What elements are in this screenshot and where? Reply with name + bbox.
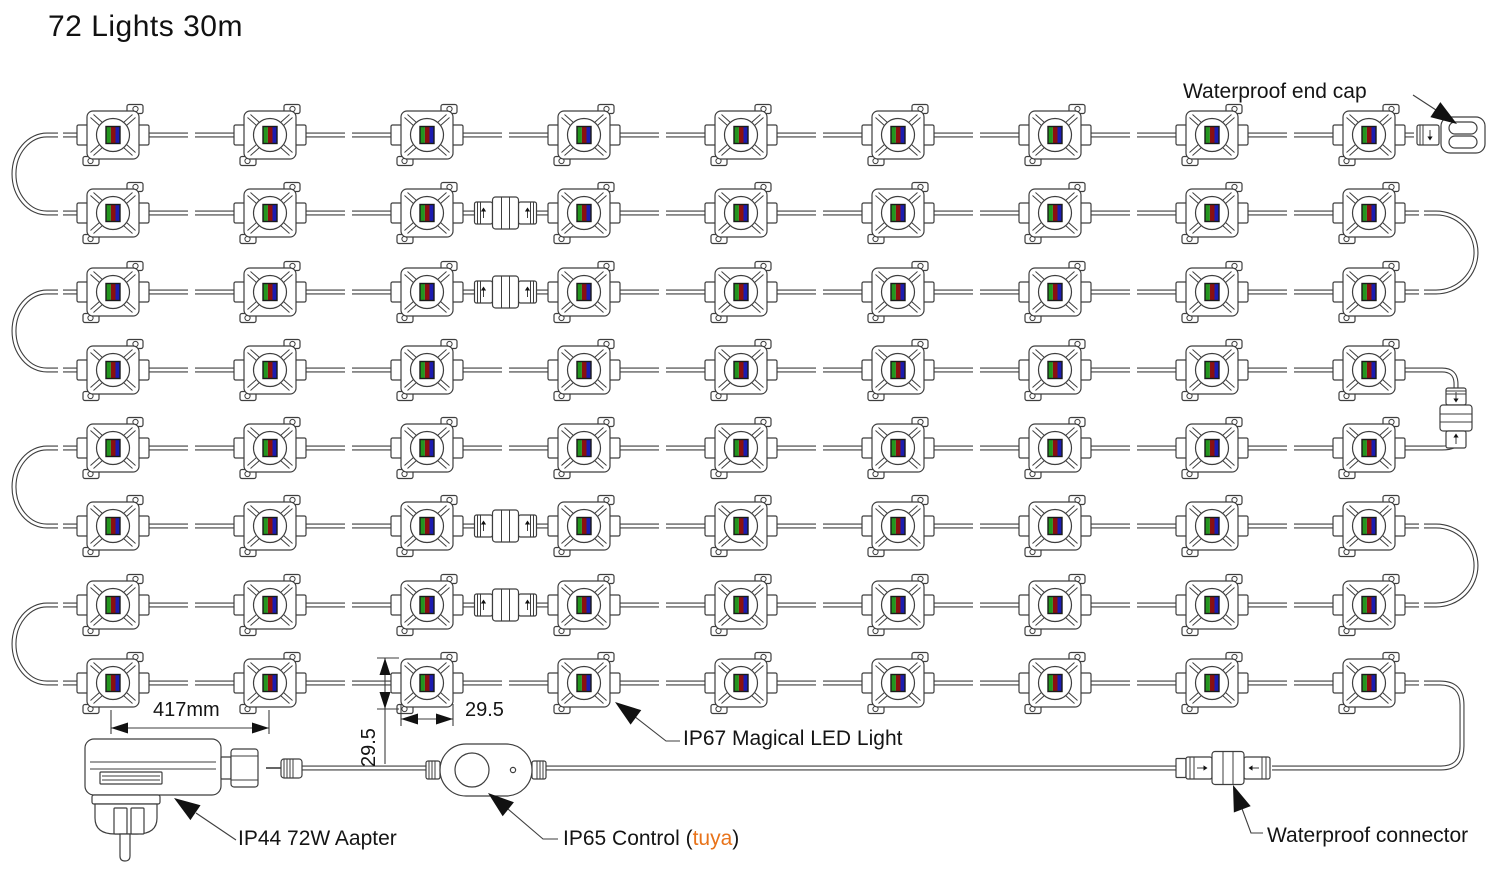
controller: [425, 743, 547, 797]
led-module: [704, 494, 778, 558]
led-module: [1018, 181, 1092, 245]
led-light-label: IP67 Magical LED Light: [683, 727, 903, 750]
led-module: [1018, 338, 1092, 402]
led-module: [1175, 494, 1249, 558]
control-label-prefix: IP65 Control (: [563, 827, 693, 850]
led-module: [547, 651, 621, 715]
leader-lines: [174, 94, 1457, 841]
led-module: [1332, 181, 1406, 245]
led-module: [1332, 338, 1406, 402]
led-module: [1332, 260, 1406, 324]
led-module: [861, 181, 935, 245]
led-module: [1018, 103, 1092, 167]
control-brand: tuya: [692, 827, 733, 850]
led-module: [76, 181, 150, 245]
led-module: [861, 651, 935, 715]
led-module: [861, 338, 935, 402]
led-module: [233, 103, 307, 167]
led-module: [1175, 416, 1249, 480]
endcap-label: Waterproof end cap: [1183, 80, 1367, 103]
cable-runs: [11, 132, 1479, 771]
led-module: [547, 338, 621, 402]
led-module: [76, 416, 150, 480]
led-module: [390, 416, 464, 480]
led-module: [76, 494, 150, 558]
inline-waterproof-connector: [463, 196, 548, 230]
adapter-label: IP44 72W Aapter: [238, 827, 397, 850]
module-width-dimension-label: 29.5: [465, 699, 504, 721]
led-module: [76, 103, 150, 167]
led-module: [233, 651, 307, 715]
led-module: [390, 573, 464, 637]
led-module: [390, 494, 464, 558]
page-title: 72 Lights 30m: [48, 10, 243, 43]
led-modules: [76, 103, 1406, 715]
waterproof-end-cap: [1416, 116, 1486, 154]
led-module: [704, 651, 778, 715]
led-module: [547, 103, 621, 167]
led-module: [704, 181, 778, 245]
led-module: [390, 260, 464, 324]
led-module: [1332, 573, 1406, 637]
led-module: [547, 573, 621, 637]
led-module: [547, 260, 621, 324]
led-module: [861, 103, 935, 167]
control-label-suffix: ): [732, 827, 740, 850]
led-module: [390, 651, 464, 715]
led-module: [861, 416, 935, 480]
led-module: [861, 573, 935, 637]
led-module: [1175, 338, 1249, 402]
led-module: [1018, 494, 1092, 558]
led-module: [76, 651, 150, 715]
led-module: [704, 416, 778, 480]
bottom-waterproof-connector: [1175, 750, 1271, 786]
led-module: [76, 573, 150, 637]
led-module: [704, 260, 778, 324]
led-module: [1018, 651, 1092, 715]
led-module: [547, 416, 621, 480]
led-module: [547, 181, 621, 245]
led-module: [233, 494, 307, 558]
led-module: [704, 103, 778, 167]
led-module: [1175, 260, 1249, 324]
right-waterproof-connector: [1439, 387, 1473, 449]
led-module: [233, 260, 307, 324]
led-module: [1175, 103, 1249, 167]
connector-label: Waterproof connector: [1267, 824, 1469, 847]
led-module: [1175, 181, 1249, 245]
led-module: [233, 338, 307, 402]
inline-waterproof-connector: [463, 588, 548, 622]
inline-waterproof-connector: [463, 509, 548, 543]
led-module: [390, 338, 464, 402]
led-module: [390, 181, 464, 245]
led-module: [1018, 416, 1092, 480]
led-module: [704, 573, 778, 637]
power-adapter: [84, 738, 303, 862]
led-module: [76, 338, 150, 402]
led-module: [1175, 651, 1249, 715]
control-label: IP65 Control (tuya): [563, 827, 739, 850]
led-module: [233, 181, 307, 245]
led-module: [1332, 103, 1406, 167]
led-module: [1332, 494, 1406, 558]
led-module: [390, 103, 464, 167]
led-module: [1332, 651, 1406, 715]
led-module: [704, 338, 778, 402]
led-module: [861, 494, 935, 558]
led-module: [861, 260, 935, 324]
led-module: [233, 573, 307, 637]
led-module: [1332, 416, 1406, 480]
spacing-dimension-label: 417mm: [153, 699, 220, 721]
led-module: [76, 260, 150, 324]
led-module: [1018, 260, 1092, 324]
led-module: [1175, 573, 1249, 637]
led-module: [1018, 573, 1092, 637]
dimension-annotations: [110, 657, 454, 764]
inline-waterproof-connector: [463, 275, 548, 309]
led-module: [233, 416, 307, 480]
led-module: [547, 494, 621, 558]
module-height-dimension-label: 29.5: [358, 728, 380, 767]
